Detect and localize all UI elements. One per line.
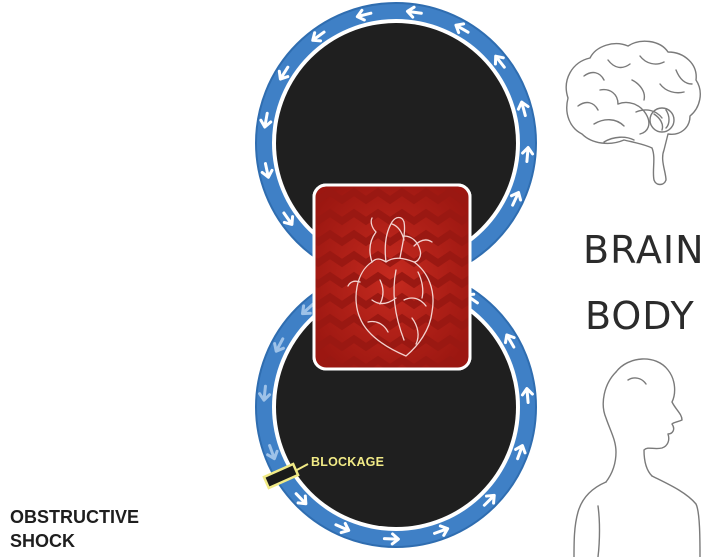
shock-type-line-2: SHOCK <box>10 529 210 553</box>
blockage-label: BLOCKAGE <box>311 455 384 469</box>
heart-panel <box>306 185 498 369</box>
child-silhouette-icon <box>574 359 700 557</box>
body-label: BODY <box>585 294 695 338</box>
shock-type-label: OBSTRUCTIVE SHOCK <box>10 505 210 553</box>
brain-label: BRAIN <box>583 228 701 272</box>
brain-icon <box>566 41 700 184</box>
shock-type-line-1: OBSTRUCTIVE <box>10 505 210 529</box>
